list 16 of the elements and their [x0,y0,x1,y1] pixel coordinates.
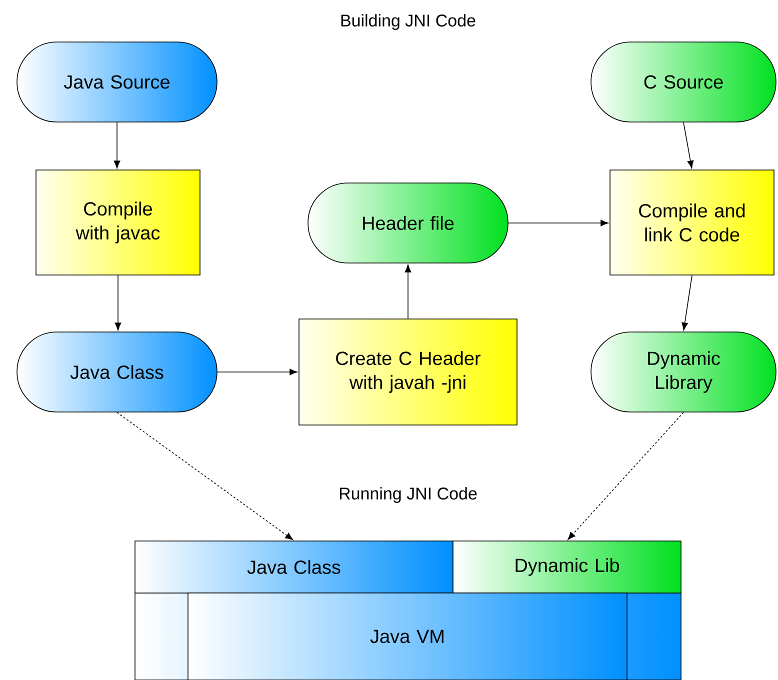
process-box: Compile with javac [36,170,200,276]
section-heading: Running JNI Code [340,487,477,503]
layer-bar: Java Class [134,540,454,594]
arrow [217,368,298,376]
arrow [568,412,684,540]
arrow [114,122,120,168]
arrow [404,264,412,319]
arrow [683,122,694,168]
arrow [114,275,122,330]
process-box: Create C Header with javah -jni [298,318,518,426]
arrow [116,412,294,540]
layer-bar: Dynamic Lib [452,540,682,594]
arrow [682,275,692,330]
section-heading: Building JNI Code [341,14,476,30]
process-box: Compile and link C code [610,170,774,276]
arrow [508,220,608,226]
